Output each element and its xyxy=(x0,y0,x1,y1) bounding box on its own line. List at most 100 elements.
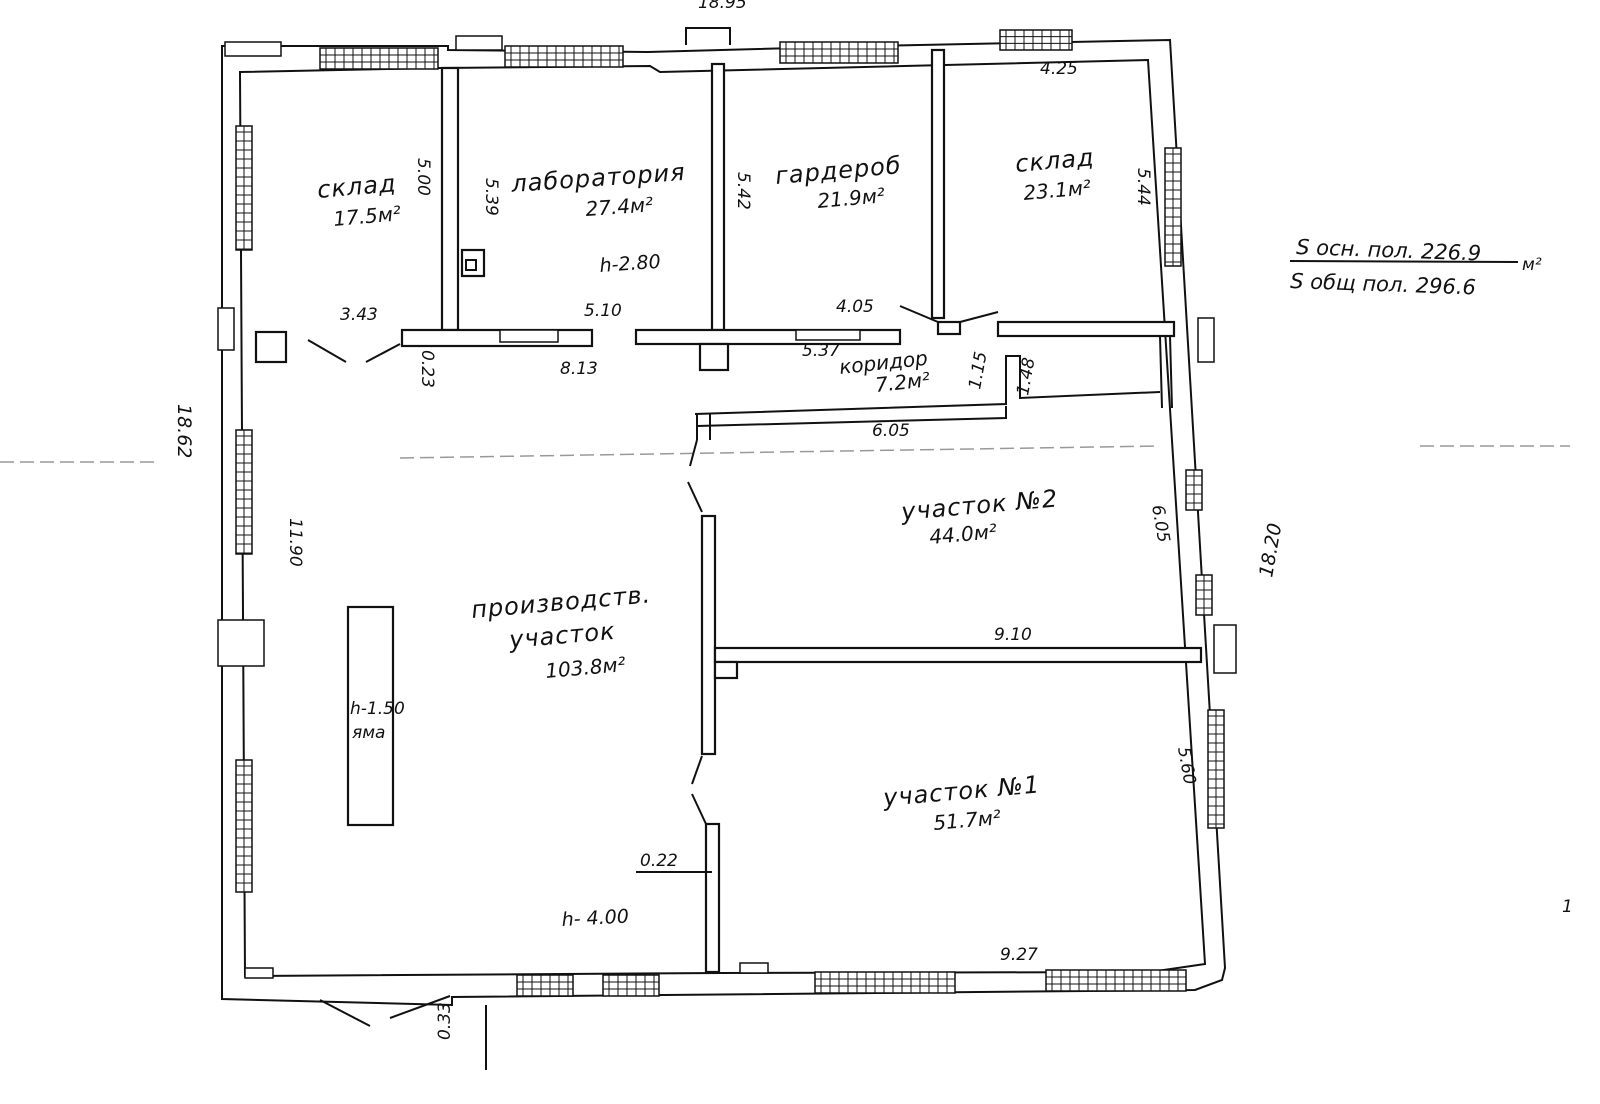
door-sklad1-right xyxy=(365,343,401,363)
left-pillar-1 xyxy=(217,307,235,351)
room-area-koridor: 7.2м² xyxy=(874,367,931,397)
dim-910: 9.10 xyxy=(994,625,1032,645)
partition-top xyxy=(696,414,711,440)
wall-upper-4 xyxy=(936,320,962,336)
top-window-2 xyxy=(504,45,624,68)
door-entrance-right xyxy=(389,995,451,1019)
dim-537: 5.37 xyxy=(802,341,840,361)
bottom-window-3 xyxy=(814,971,956,994)
dim-560: 5.60 xyxy=(1173,745,1199,786)
wall-garderob-sklad xyxy=(930,48,946,320)
lab-fixture-inner xyxy=(465,259,477,271)
yama-height: h-1.50 xyxy=(350,699,405,719)
bottom-window-2 xyxy=(602,974,660,997)
dim-500: 5.00 xyxy=(413,158,433,196)
outer-wall-outline xyxy=(221,38,1227,1007)
dim-148: 1.48 xyxy=(1013,356,1039,397)
dim-542: 5.42 xyxy=(733,172,753,210)
top-window-1 xyxy=(319,47,439,70)
dim-405: 4.05 xyxy=(836,297,874,317)
dim-023: 0.23 xyxy=(417,350,437,388)
yama-pit xyxy=(346,605,395,827)
wall-upper-2 xyxy=(400,328,594,348)
dim-813: 8.13 xyxy=(560,359,598,379)
right-pillar-2 xyxy=(1213,624,1237,674)
dim-510: 5.10 xyxy=(584,301,622,321)
dim-right-cut: 1 xyxy=(1562,897,1573,917)
door-frame-2 xyxy=(795,329,861,341)
top-window-4 xyxy=(999,29,1073,51)
room-name-sklad1: склад xyxy=(316,169,397,204)
top-windows xyxy=(224,27,1073,70)
dim-343: 3.43 xyxy=(340,305,378,325)
dim-022: 0.22 xyxy=(640,851,678,871)
dim-605-h: 6.05 xyxy=(872,421,910,441)
dim-1862: 18.62 xyxy=(173,404,195,458)
dimension-labels: 18.95 4.25 5.00 5.39 5.42 5.44 3.43 5.10… xyxy=(173,0,1573,1040)
dim-1190: 11.90 xyxy=(285,518,305,567)
room-area-proizvod: 103.8м² xyxy=(544,652,626,683)
summary-unit: м² xyxy=(1522,255,1542,275)
dim-033: 0.33 xyxy=(435,1002,455,1040)
bottom-window-4 xyxy=(1045,969,1187,992)
partition-mid xyxy=(700,514,717,756)
room-labels: склад 17.5м² лаборатория 27.4м² h-2.80 г… xyxy=(316,143,1095,931)
scan-line-middle xyxy=(399,445,1161,459)
door-sklad2-right xyxy=(959,311,999,323)
right-pillar-1 xyxy=(1197,317,1215,363)
door-sklad1-left xyxy=(307,339,347,363)
bottom-pillar-2 xyxy=(739,962,769,974)
dim-line-summary xyxy=(1289,260,1519,263)
dim-115: 1.15 xyxy=(965,350,991,391)
corridor-lower-wall xyxy=(694,355,1161,427)
wall-stub-small xyxy=(713,660,739,680)
dimension-lines xyxy=(485,260,1519,1070)
room-name-proizvod-2: участок xyxy=(507,617,616,654)
wall-lab-garderob xyxy=(710,62,726,332)
top-pillar-2 xyxy=(455,35,503,51)
window-hatching xyxy=(236,30,1224,996)
top-notch xyxy=(685,27,731,45)
wall-sklad-lab xyxy=(440,66,460,332)
door-uchastok1-top xyxy=(691,755,703,785)
corridor-right-stub xyxy=(1159,335,1173,409)
room-area-garderob: 21.9м² xyxy=(816,183,885,213)
door-uchastok2-top xyxy=(689,439,698,467)
room-name-proizvod-1: производств. xyxy=(470,580,652,624)
door-frame-1 xyxy=(499,329,559,343)
dim-539: 5.39 xyxy=(481,178,501,216)
wall-upper-5 xyxy=(996,320,1176,338)
room-area-uchastok1: 51.7м² xyxy=(932,805,1001,835)
wall-column-1 xyxy=(698,342,730,372)
dim-425: 4.25 xyxy=(1040,59,1078,79)
bottom-window-1 xyxy=(516,974,574,997)
door-uchastok2-bottom xyxy=(687,481,703,513)
room-name-laboratory: лаборатория xyxy=(509,158,686,198)
wall-uchastok2-uchastok1 xyxy=(713,646,1203,664)
room-area-uchastok2: 44.0м² xyxy=(928,519,997,549)
top-window-3 xyxy=(779,41,899,64)
top-pillar-1 xyxy=(224,41,282,57)
internal-walls xyxy=(254,48,1203,974)
dim-top-cut: 18.95 xyxy=(698,0,747,13)
wall-upper-1 xyxy=(254,330,288,364)
dim-927: 9.27 xyxy=(1000,945,1038,965)
left-windows xyxy=(217,125,265,893)
dim-605-v: 6.05 xyxy=(1147,503,1173,544)
door-uchastok1-bottom xyxy=(691,793,707,825)
yama-label: яма xyxy=(352,723,385,743)
summary-line-2: S общ пол. 296.6 xyxy=(1290,269,1476,299)
door-sklad2-left xyxy=(899,305,939,323)
room-area-sklad2: 23.1м² xyxy=(1022,175,1091,205)
dim-1820: 18.20 xyxy=(1255,521,1286,578)
room-name-sklad2: склад xyxy=(1014,143,1095,178)
room-name-uchastok1: участок №1 xyxy=(881,770,1041,812)
door-entrance-left xyxy=(319,999,371,1027)
partition-bottom xyxy=(704,822,721,974)
room-height-laboratory: h-2.80 xyxy=(599,251,662,277)
room-height-proizvod: h- 4.00 xyxy=(561,906,629,931)
bottom-pillar-1 xyxy=(244,967,274,979)
doors xyxy=(307,305,999,1027)
room-area-sklad1: 17.5м² xyxy=(332,201,401,231)
